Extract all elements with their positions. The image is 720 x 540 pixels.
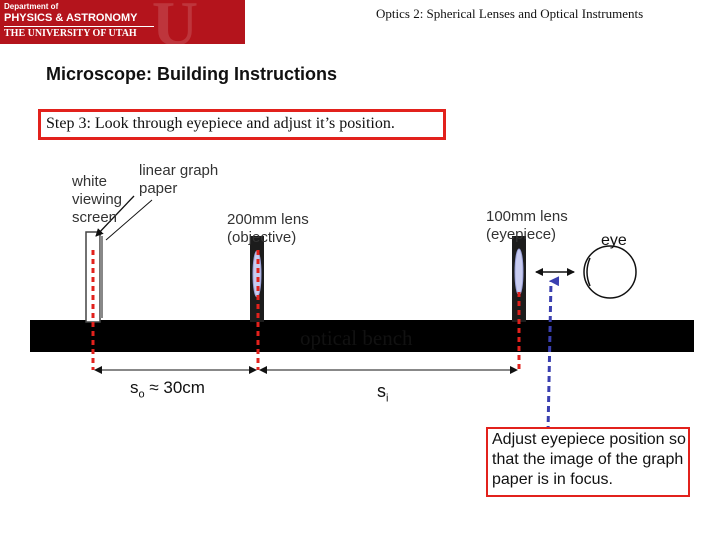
adjustment-guide (546, 276, 560, 433)
so-value: ≈ 30cm (144, 378, 205, 397)
logo-line-physics: PHYSICS & ASTRONOMY (4, 12, 138, 24)
department-logo: U Department of PHYSICS & ASTRONOMY THE … (0, 0, 245, 44)
logo-divider (4, 26, 154, 27)
objective-label-line1: 200mm lens (227, 211, 309, 228)
so-subscript: o (138, 388, 145, 401)
eye-lens-arc (586, 257, 591, 287)
so-symbol: s (130, 378, 139, 397)
paper-leader (105, 199, 153, 241)
step-box (38, 109, 446, 140)
callout-box (486, 427, 690, 497)
si-subscript: i (386, 392, 389, 405)
screen-label-line1: white (72, 173, 108, 190)
callout-text: Adjust eyepiece position so that the ima… (492, 431, 686, 488)
optical-bench (30, 320, 694, 352)
viewing-screen-shadow (100, 236, 103, 318)
eye-icon (583, 245, 637, 299)
logo-line-department: Department of (4, 2, 59, 11)
page-title: Microscope: Building Instructions (46, 64, 338, 84)
object-distance-label: so ≈ 30cm (130, 378, 205, 400)
objective-label-line2: (objective) (227, 229, 297, 246)
image-distance-label: si (377, 381, 388, 405)
eyepiece-lens (514, 248, 524, 296)
step-instruction: Step 3: Look through eyepiece and adjust… (46, 115, 395, 132)
paper-label: linear graph paper (139, 162, 218, 198)
objective-label: 200mm lens (objective) (227, 211, 309, 247)
university-logo-mark: U (151, 0, 199, 44)
screen-label: white viewing screen (72, 173, 122, 227)
screen-label-line3: screen (72, 209, 118, 226)
paper-label-line2: paper (139, 180, 178, 197)
screen-leader (95, 195, 135, 237)
eye-label: eye (601, 232, 627, 249)
si-symbol: s (377, 381, 386, 401)
eyepiece-label-line1: 100mm lens (486, 208, 568, 225)
eyepiece-label-line2: (eyepiece) (486, 226, 557, 243)
bench-label: optical bench (300, 326, 413, 350)
screen-label-line2: viewing (72, 191, 123, 208)
logo-line-university: THE UNIVERSITY OF UTAH (4, 28, 137, 39)
paper-label-line1: linear graph (139, 162, 219, 179)
eyepiece-label: 100mm lens (eyepiece) (486, 208, 568, 244)
slide-header-title: Optics 2: Spherical Lenses and Optical I… (376, 6, 644, 21)
